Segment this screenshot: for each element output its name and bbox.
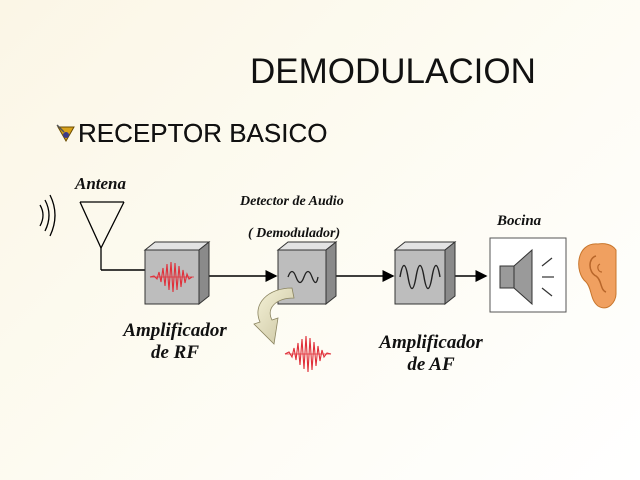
- detector-label-line1: Detector de Audio: [240, 194, 344, 209]
- antenna-icon: [79, 201, 125, 270]
- af-amplifier-label-line1: Amplificador: [379, 332, 483, 353]
- detector-box: [276, 240, 338, 306]
- curved-arrow-icon: [253, 287, 295, 345]
- af-amplifier-label-line2: de AF: [407, 354, 455, 375]
- radio-waves-icon: [39, 194, 56, 237]
- slide-subtitle: RECEPTOR BASICO: [78, 118, 328, 148]
- detector-wave: [287, 270, 319, 284]
- af-amplifier-box: [393, 240, 457, 306]
- ear-icon: [578, 243, 617, 309]
- slide-title: DEMODULACION: [250, 52, 536, 91]
- demodulated-signal-wave: [284, 335, 332, 373]
- rf-amplifier-box: [143, 240, 211, 306]
- rf-amplifier-label-line1: Amplificador: [123, 320, 227, 341]
- speaker-icon: [489, 237, 567, 313]
- slide-subtitle-text: RECEPTOR BASICO: [78, 118, 328, 148]
- detector-label-line2: ( Demodulador): [248, 226, 341, 241]
- antenna-label: Antena: [75, 174, 127, 193]
- bullet-icon: [56, 124, 75, 143]
- speaker-label: Bocina: [497, 213, 542, 229]
- rf-amplifier-label-line2: de RF: [150, 342, 200, 363]
- af-wave: [399, 264, 441, 290]
